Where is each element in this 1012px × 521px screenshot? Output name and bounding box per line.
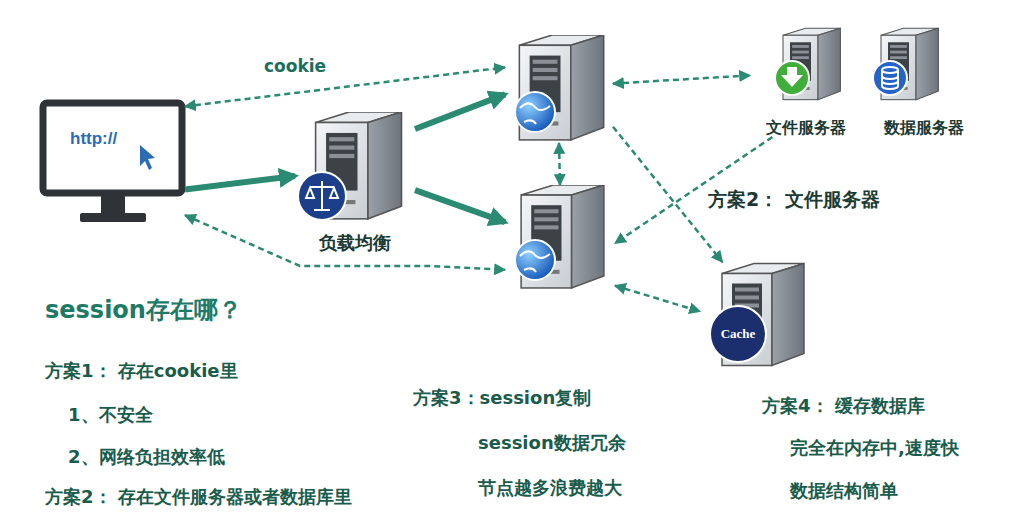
dashed-connector bbox=[185, 215, 505, 270]
load-balancer: 负载均衡 bbox=[295, 112, 415, 254]
dashed-connector bbox=[613, 75, 750, 83]
note-item: 完全在内存中,速度快 bbox=[790, 437, 959, 459]
web-server bbox=[505, 35, 613, 143]
drawback-item: 1、不安全 bbox=[68, 404, 153, 426]
file-server bbox=[775, 28, 840, 99]
request-arrow bbox=[185, 176, 295, 190]
base bbox=[80, 213, 146, 222]
dashed-connector bbox=[559, 143, 560, 185]
load-balancer bbox=[298, 112, 402, 220]
dashed-connector bbox=[615, 286, 700, 312]
file-server: 文件服务器 bbox=[750, 25, 862, 137]
database-emblem bbox=[873, 61, 907, 95]
dashed-connector bbox=[185, 67, 505, 106]
cache-server bbox=[710, 264, 804, 366]
request-arrow bbox=[415, 190, 505, 222]
url-text: http:// bbox=[70, 129, 117, 149]
note-item: session数据冗余 bbox=[478, 432, 626, 454]
dashed-connector bbox=[613, 127, 722, 262]
monitor bbox=[43, 103, 182, 222]
question-heading: session存在哪？ bbox=[45, 296, 242, 325]
database-symbol bbox=[882, 67, 898, 89]
cache-label: Cache bbox=[710, 326, 766, 342]
stand bbox=[101, 196, 125, 214]
web-server bbox=[515, 35, 604, 140]
scale-emblem bbox=[298, 172, 346, 220]
scale-symbol bbox=[306, 181, 338, 210]
cache-emblem bbox=[710, 306, 766, 362]
edge-label: cookie bbox=[262, 56, 328, 76]
drawback-item: 2、网络负担效率低 bbox=[68, 446, 225, 468]
cursor bbox=[140, 145, 155, 170]
browser-monitor: http:// bbox=[40, 100, 185, 228]
section-note: 方案2： 文件服务器 bbox=[708, 188, 880, 211]
globe bbox=[515, 240, 555, 280]
request-arrow bbox=[415, 94, 505, 129]
option-heading: 方案3：session复制 bbox=[413, 387, 591, 409]
download-arrow bbox=[781, 67, 803, 87]
cache-server: Cache bbox=[700, 262, 812, 372]
web-server bbox=[515, 185, 604, 288]
server-caption: 数据服务器 bbox=[868, 118, 980, 137]
option-heading: 方案4： 缓存数据库 bbox=[762, 395, 925, 417]
globe bbox=[515, 92, 555, 132]
screen bbox=[43, 103, 182, 193]
note-item: 节点越多浪费越大 bbox=[478, 477, 622, 499]
server-caption: 文件服务器 bbox=[750, 118, 862, 137]
globe-land bbox=[520, 103, 550, 124]
globe-land bbox=[520, 251, 550, 272]
note-item: 数据结构简单 bbox=[790, 480, 898, 502]
database-server bbox=[873, 28, 938, 99]
web-server bbox=[505, 185, 615, 291]
server-caption: 负载均衡 bbox=[295, 232, 415, 254]
option-heading: 方案2： 存在文件服务器或者数据库里 bbox=[45, 486, 352, 508]
option-heading: 方案1： 存在cookie里 bbox=[45, 360, 238, 382]
database-server: 数据服务器 bbox=[868, 25, 980, 137]
download-emblem bbox=[775, 61, 809, 95]
